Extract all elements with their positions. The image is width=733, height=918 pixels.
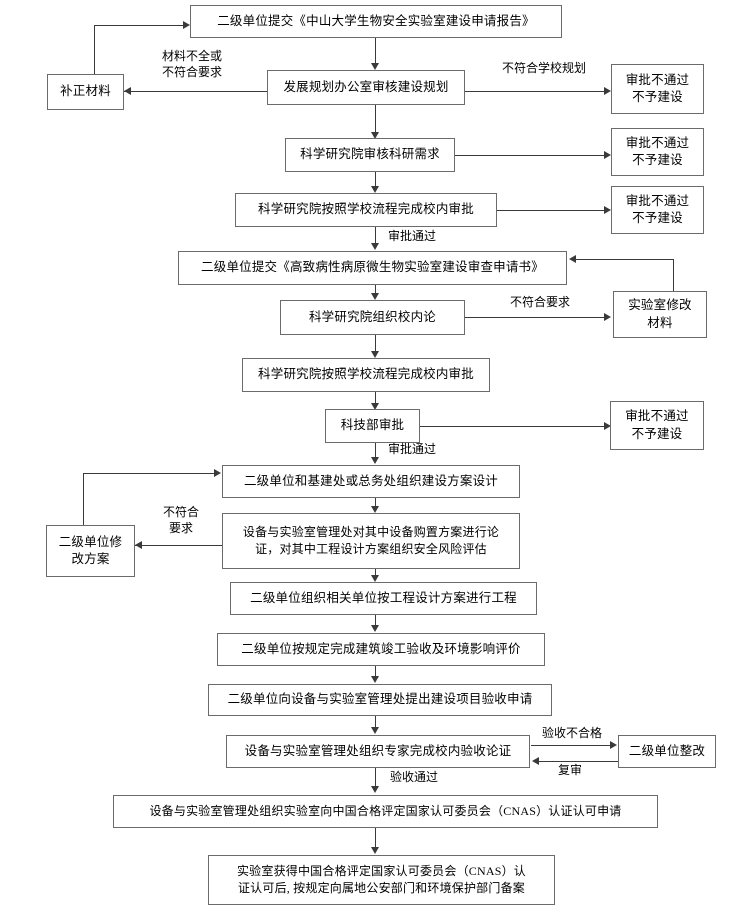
edge-n5-n7-line (375, 172, 377, 187)
edge-n5-n6-line (455, 155, 606, 157)
edge-n13-n15-arrow (371, 457, 379, 464)
edge-label-review-again: 复审 (557, 763, 582, 777)
edge-n10-n11-line (465, 317, 606, 319)
edge-n20-n21-line (375, 715, 377, 728)
edge-n22-n21-arrow (532, 757, 539, 765)
edge-n17-n16-line (135, 545, 222, 547)
edge-n3-n2-arrow (124, 87, 131, 95)
edge-n22-n21-line (539, 761, 619, 763)
edge-n18-n19-arrow (371, 625, 379, 632)
edge-n3-n5-line (375, 105, 377, 133)
edge-n7-n9-arrow (371, 243, 379, 250)
node-secondary-unit-revise-scheme[interactable]: 二级单位修 改方案 (46, 525, 135, 577)
node-cnas-obtained-record-filing[interactable]: 实验室获得中国合格评定国家认可委员会（CNAS）认 证认可后, 按规定向属地公安… (208, 855, 555, 905)
node-submit-project-acceptance-application[interactable]: 二级单位向设备与实验室管理处提出建设项目验收申请 (208, 684, 552, 716)
edge-n3-n5-arrow (371, 132, 379, 139)
edge-n7-n8-arrow (604, 206, 611, 214)
node-rejected-3[interactable]: 审批不通过 不予建设 (611, 186, 704, 234)
edge-n10-n11-arrow (604, 313, 611, 321)
edge-n23-n24-line (375, 828, 377, 848)
edge-n19-n20-arrow (371, 676, 379, 683)
node-rejected-4[interactable]: 审批不通过 不予建设 (610, 401, 704, 450)
edge-n21-n22-line (531, 745, 611, 747)
edge-n5-n7-arrow (371, 186, 379, 193)
edge-n16-n15-arrow (214, 469, 221, 477)
edge-n10-n12-arrow (371, 351, 379, 358)
edge-n21-n22-arrow (610, 741, 617, 749)
edge-n17-n18-arrow (371, 575, 379, 582)
edge-n7-n8-line (497, 210, 606, 212)
edge-n13-n14-arrow (604, 422, 611, 430)
node-organize-engineering-by-design[interactable]: 二级单位组织相关单位按工程设计方案进行工程 (230, 582, 537, 615)
edge-n15-n17-arrow (371, 506, 379, 513)
edge-n2-n1-arrow (183, 21, 190, 29)
edge-n18-n19-line (375, 615, 377, 626)
node-equipment-lab-office-evaluation[interactable]: 设备与实验室管理处对其中设备购置方案进行论 证，对其中工程设计方案组织安全风险评… (222, 513, 520, 569)
edge-n13-n15-line (375, 443, 377, 458)
edge-n2-n1-hline (94, 25, 184, 27)
node-research-institute-internal-discussion[interactable]: 科学研究院组织校内论 (280, 300, 465, 335)
edge-n11-n9-vline (673, 259, 675, 291)
edge-n23-n24-arrow (371, 847, 379, 854)
edge-n1-n3-line (375, 38, 377, 64)
edge-label-not-conform-requirement: 不符合要求 (509, 295, 570, 309)
edge-label-approved-1: 审批通过 (387, 229, 436, 243)
edge-n12-n13-arrow (371, 403, 379, 410)
edge-n21-n23-arrow (371, 786, 379, 793)
edge-n17-n18-line (375, 568, 377, 576)
edge-n1-n3-arrow (371, 63, 379, 70)
node-rejected-2[interactable]: 审批不通过 不予建设 (611, 128, 704, 176)
edge-n16-n15-hline (83, 473, 215, 475)
edge-n7-n9-line (375, 227, 377, 244)
edge-n3-n2-line (124, 91, 267, 93)
node-submit-construction-application[interactable]: 二级单位提交《中山大学生物安全实验室建设申请报告》 (190, 5, 562, 38)
edge-label-not-conform-school-plan: 不符合学校规划 (501, 61, 586, 75)
node-development-planning-office-review[interactable]: 发展规划办公室审核建设规划 (267, 70, 465, 105)
edge-n2-n1-vline (94, 25, 96, 74)
node-research-institute-review-needs[interactable]: 科学研究院审核科研需求 (285, 138, 455, 172)
node-cnas-accreditation-application[interactable]: 设备与实验室管理处组织实验室向中国合格评定国家认可委员会（CNAS）认证认可申请 (113, 795, 658, 828)
node-research-institute-internal-approval-1[interactable]: 科学研究院按照学校流程完成校内审批 (235, 193, 497, 227)
edge-n12-n13-line (375, 392, 377, 404)
edge-n13-n14-line (420, 426, 606, 428)
edge-n17-n16-arrow (135, 541, 142, 549)
edge-n3-n4-line (465, 91, 606, 93)
edge-n5-n6-arrow (604, 151, 611, 159)
edge-label-acceptance-passed: 验收通过 (389, 770, 438, 784)
edge-n16-n15-vline (83, 473, 85, 525)
edge-n3-n4-arrow (604, 87, 611, 95)
edge-n19-n20-line (375, 665, 377, 677)
node-rejected-1[interactable]: 审批不通过 不予建设 (611, 64, 704, 114)
edge-n21-n23-line (375, 768, 377, 787)
edge-label-acceptance-failed: 验收不合格 (541, 726, 602, 740)
edge-label-not-conform-requirement-2: 不符合 要求 (162, 505, 199, 535)
node-complete-acceptance-and-eia[interactable]: 二级单位按规定完成建筑竣工验收及环境影响评价 (217, 633, 545, 666)
edge-n10-n12-line (375, 335, 377, 352)
edge-n9-n10-line (375, 285, 377, 294)
edge-n15-n17-line (375, 498, 377, 507)
node-lab-revise-materials[interactable]: 实验室修改 材料 (613, 291, 707, 338)
node-research-institute-internal-approval-2[interactable]: 科学研究院按照学校流程完成校内审批 (242, 358, 490, 392)
edge-n20-n21-arrow (371, 727, 379, 734)
node-expert-internal-acceptance-review[interactable]: 设备与实验室管理处组织专家完成校内验收论证 (226, 735, 530, 768)
edge-label-approved-2: 审批通过 (387, 442, 436, 456)
node-supplement-materials[interactable]: 补正材料 (47, 74, 124, 110)
edge-label-material-incomplete: 材料不全或 不符合要求 (161, 49, 222, 79)
edge-n9-n10-arrow (371, 293, 379, 300)
node-organize-construction-scheme-design[interactable]: 二级单位和基建处或总务处组织建设方案设计 (222, 465, 520, 498)
node-ministry-science-technology-approval[interactable]: 科技部审批 (325, 409, 420, 443)
edge-n11-n9-hline (576, 259, 674, 261)
node-secondary-unit-rectification[interactable]: 二级单位整改 (618, 735, 716, 768)
node-submit-pathogen-lab-review-application[interactable]: 二级单位提交《高致病性病原微生物实验室建设审查申请书》 (178, 251, 567, 285)
edge-n11-n9-arrow (569, 255, 576, 263)
